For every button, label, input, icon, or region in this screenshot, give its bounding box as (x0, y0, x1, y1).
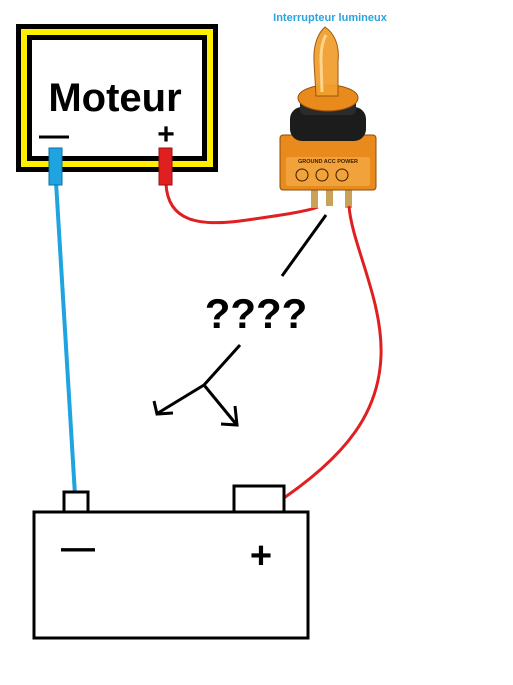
switch-title: Interrupteur lumineux (273, 12, 388, 24)
battery-body (32, 510, 310, 640)
switch-prong-power (345, 186, 352, 208)
switch-prong-ground (311, 186, 318, 208)
battery: — + (32, 484, 310, 640)
battery-minus-terminal (62, 490, 90, 514)
motor-minus-sign: — (39, 119, 69, 152)
switch-lever-highlight (319, 34, 328, 93)
motor-plus-sign: + (157, 118, 175, 151)
arrow-right-icon (202, 384, 239, 427)
motor-box: Moteur — + (16, 24, 218, 172)
ground-symbol-icon (295, 168, 309, 182)
wire-red-motor-switch (164, 183, 319, 225)
motor-plus-terminal (158, 147, 173, 186)
switch-plate-text: GROUND ACC POWER (298, 159, 358, 165)
power-symbol-icon (335, 168, 349, 182)
wire-blue (54, 181, 77, 496)
switch-body (290, 107, 366, 141)
switch-lever[interactable] (313, 26, 339, 97)
battery-plus-terminal (232, 484, 286, 514)
battery-plus-sign: + (250, 535, 272, 577)
question-line-bottom (202, 343, 242, 387)
wire-red-switch-battery (271, 205, 383, 508)
motor-label: Moteur (48, 76, 181, 120)
acc-symbol-icon (315, 168, 329, 182)
arrow-left-icon (152, 383, 205, 416)
illuminated-switch[interactable]: GROUND ACC POWER (279, 26, 377, 208)
motor-minus-terminal (48, 147, 63, 186)
motor-inner-face (32, 40, 202, 156)
question-line-top (280, 214, 328, 277)
switch-prong-acc (326, 186, 333, 206)
battery-minus-sign: — (61, 529, 95, 567)
question-marks: ???? (205, 290, 308, 337)
